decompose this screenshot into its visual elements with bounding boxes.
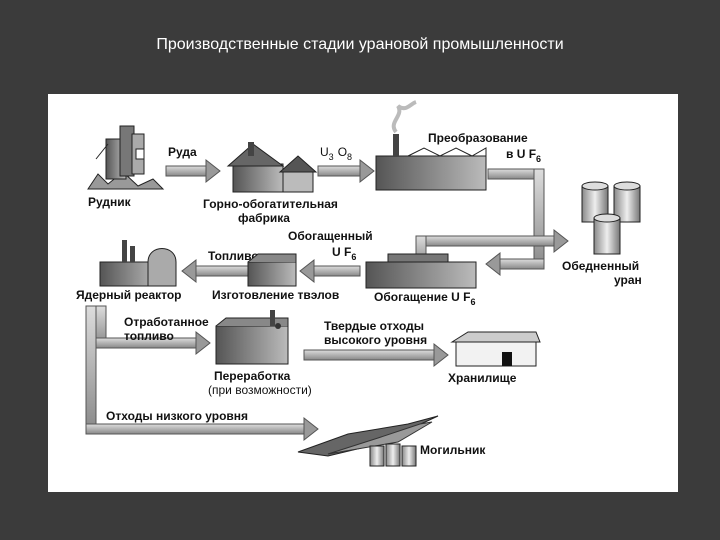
spent-fuel-label-line1: Отработанное — [124, 315, 209, 329]
mine-label: Рудник — [88, 195, 132, 209]
enriched-label-line2: U F6 — [332, 245, 356, 262]
conversion-to-enrichment-arrow — [485, 168, 545, 277]
reactor-label: Ядерный реактор — [76, 288, 182, 302]
reprocessing-plant-icon — [215, 310, 289, 365]
enrichment-plant-icon — [365, 253, 477, 289]
mill-icon — [226, 142, 318, 193]
burial-ground-icon — [297, 415, 439, 467]
low-level-waste-arrow — [85, 305, 319, 442]
enrichment-label: Обогащение U F6 — [374, 290, 476, 307]
mill-label-line2: фабрика — [238, 211, 290, 225]
conversion-label-line1: Преобразование — [428, 131, 528, 145]
reactor-icon — [99, 240, 177, 287]
enriched-label-line1: Обогащенный — [288, 229, 373, 243]
slide-title: Производственные стадии урановой промышл… — [156, 36, 564, 53]
ore-arrow — [165, 158, 221, 184]
depleted-label-line1: Обедненный — [562, 259, 639, 273]
reprocessing-label-line2: (при возможности) — [208, 383, 312, 397]
conversion-plant-icon — [375, 100, 487, 191]
conversion-label-line2: в U F6 — [506, 147, 541, 164]
hlw-label-line1: Твердые отходы — [324, 319, 424, 333]
storage-label: Хранилище — [448, 371, 517, 385]
diagram-panel: Рудник Руда Горно-обогатительная фабрика… — [48, 94, 678, 492]
fuel-fabrication-icon — [247, 253, 297, 287]
mill-label-line1: Горно-обогатительная — [203, 197, 338, 211]
fuel-cycle-diagram: Рудник Руда Горно-обогатительная фабрика… — [76, 100, 642, 467]
ore-label: Руда — [168, 145, 197, 159]
enrichment-to-fabrication-arrow — [299, 258, 361, 284]
burial-label: Могильник — [420, 443, 486, 457]
hlw-label-line2: высокого уровня — [324, 333, 427, 347]
reprocessing-label-line1: Переработка — [214, 369, 291, 383]
llw-label: Отходы низкого уровня — [106, 409, 248, 423]
fuel-label: Топливо — [208, 249, 259, 263]
u3o8-arrow — [317, 158, 375, 184]
enrichment-to-depleted-arrow — [415, 228, 569, 267]
spent-fuel-label-line2: топливо — [124, 329, 174, 343]
fabrication-label: Изготовление твэлов — [212, 288, 339, 302]
fuel-arrow — [181, 258, 249, 284]
high-level-waste-arrow — [303, 342, 449, 368]
mine-icon — [87, 125, 165, 190]
storage-building-icon — [450, 331, 541, 367]
depleted-label-line2: уран — [614, 273, 642, 287]
depleted-uranium-barrels-icon — [581, 181, 641, 255]
